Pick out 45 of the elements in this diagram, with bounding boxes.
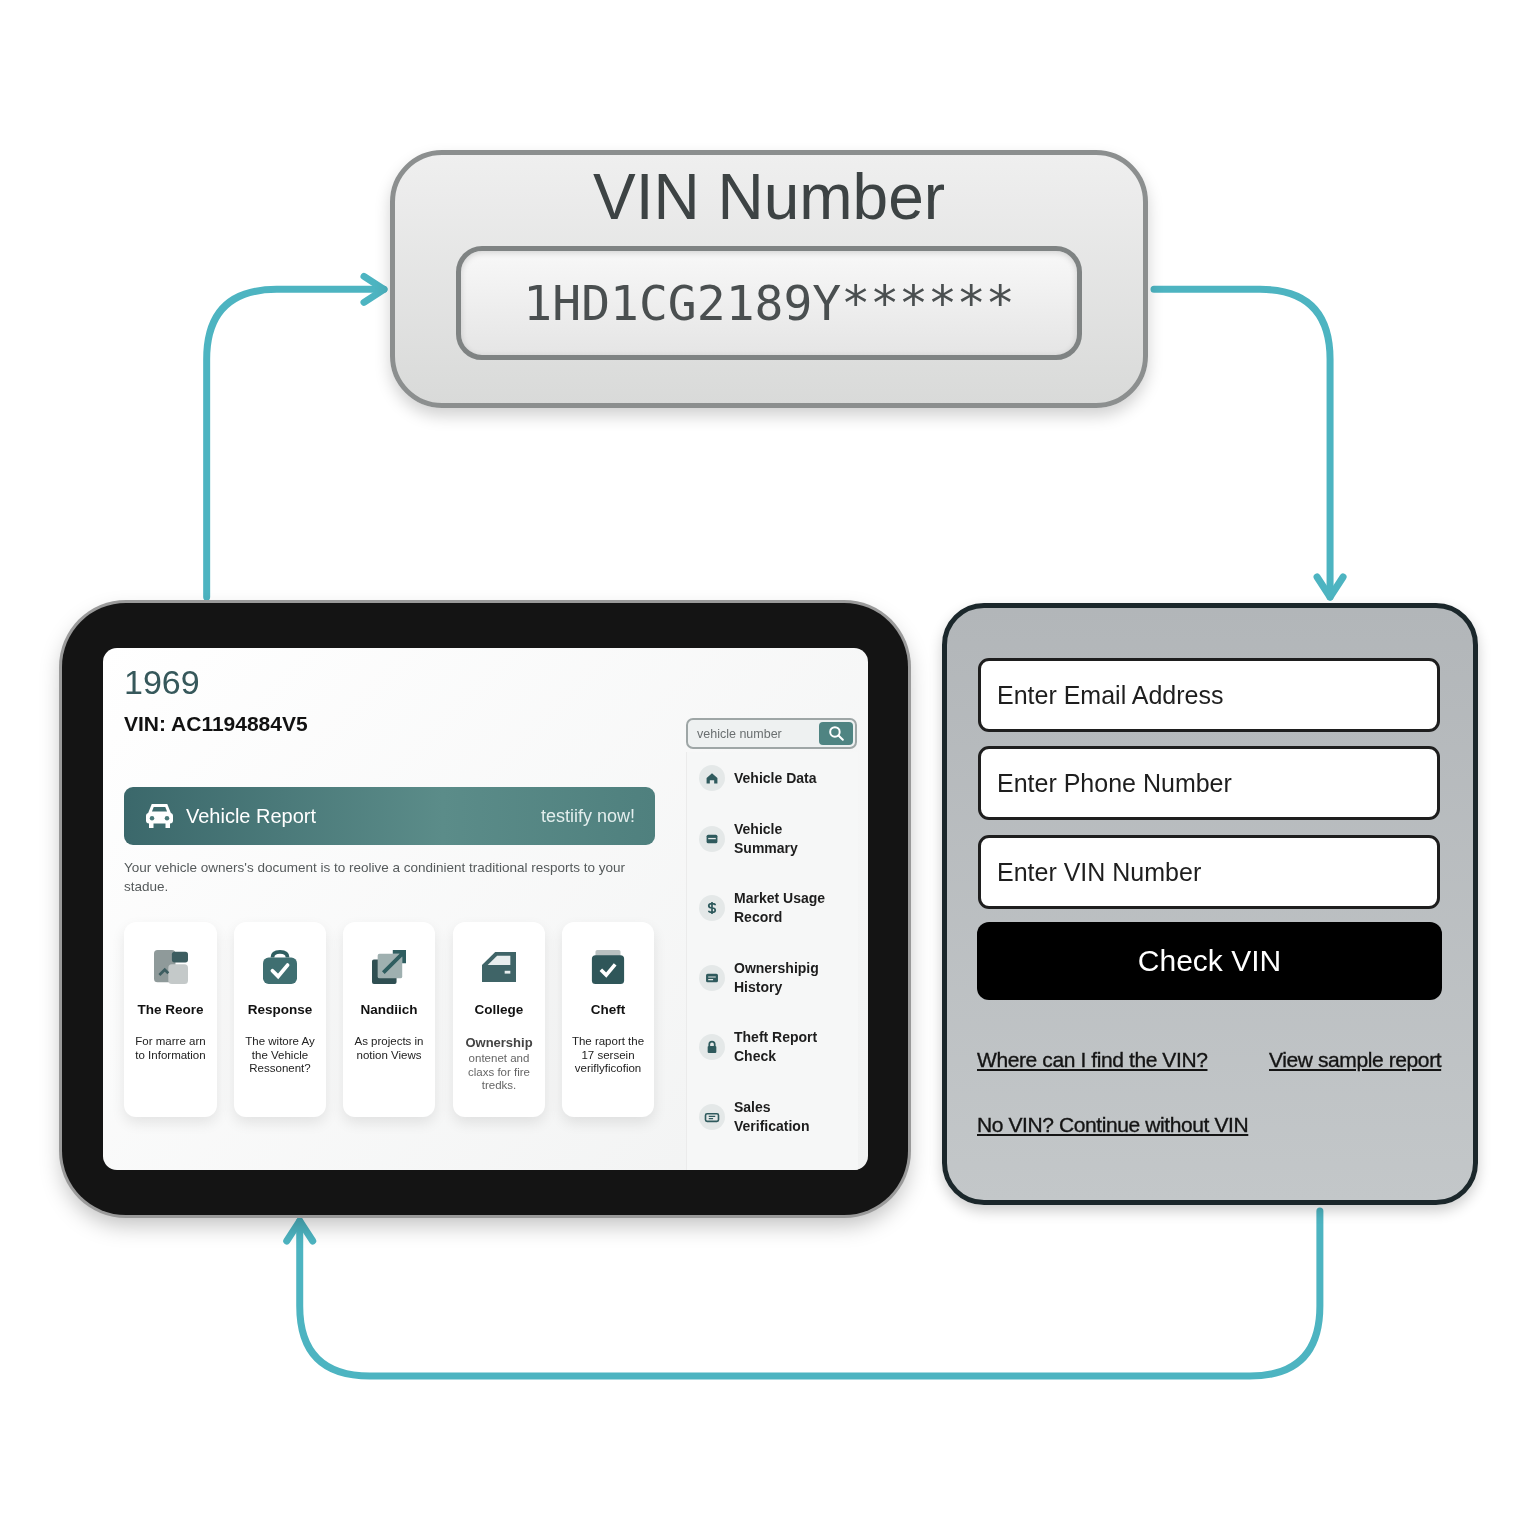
vin-code-panel: 1HD1CG2189Y****** (456, 246, 1082, 360)
email-input-field: Enter Email Address (978, 658, 1440, 732)
card-title: College (474, 1002, 524, 1017)
card-text: The witore Ay the Vehicle Ressonent? (244, 1035, 316, 1076)
menu-item: Vehicle Summary (734, 820, 799, 858)
vin-plate (390, 150, 1148, 408)
menu-item: Market Usage Record (734, 889, 827, 927)
feature-card (234, 922, 326, 1117)
vehicle-title: 1969 (124, 662, 200, 702)
banner-title: Vehicle Report (186, 804, 317, 828)
card-text: ontenet and claxs for fire tredks. (467, 1052, 531, 1093)
arrow (283, 1207, 1324, 1380)
card-subtitle: Ownership (465, 1035, 533, 1050)
phone-input-field: Enter Phone Number (978, 746, 1440, 820)
search-field: vehicle number (686, 718, 857, 749)
form-panel (942, 603, 1478, 1205)
card-title: The Reore (137, 1002, 204, 1017)
arrow (203, 272, 388, 601)
feature-card (562, 922, 654, 1117)
check-vin-button: Check VIN (977, 922, 1442, 1000)
feature-card (124, 922, 217, 1117)
menu-item: Theft Report Check (734, 1028, 819, 1066)
vin-text: VIN: AC1194884V5 (124, 711, 308, 737)
feature-card (453, 922, 545, 1117)
menu-item: Ownershipig History (734, 959, 820, 997)
card-title: Cheft (590, 1002, 626, 1017)
card-title: Nandiich (360, 1002, 418, 1017)
plate-title: VIN Number (592, 161, 946, 233)
menu-item: Sales Verification (734, 1098, 811, 1136)
sidebar-menu (686, 752, 858, 1170)
card-text: For marre arn to Information (134, 1035, 207, 1062)
menu-item: Vehicle Data (734, 768, 817, 788)
find-vin-link: Where can I find the VIN? (977, 1047, 1208, 1073)
vin-input-field: Enter VIN Number (978, 835, 1440, 909)
arrow (1150, 285, 1347, 601)
sample-report-link: View sample report (1269, 1047, 1442, 1073)
card-text: As projects in notion Views (353, 1035, 425, 1062)
no-vin-link: No VIN? Continue without VIN (977, 1112, 1249, 1138)
report-banner (124, 787, 655, 845)
feature-card (343, 922, 435, 1117)
card-text: The raport the 17 sersein veriflyficofion (570, 1035, 646, 1076)
card-title: Response (247, 1002, 313, 1017)
banner-action-text: testiify now! (540, 805, 635, 827)
tablet-device (62, 603, 908, 1215)
description-text: Your vehicle owners's document is to reolive a condinient traditional resports to your stadue. (124, 859, 627, 896)
